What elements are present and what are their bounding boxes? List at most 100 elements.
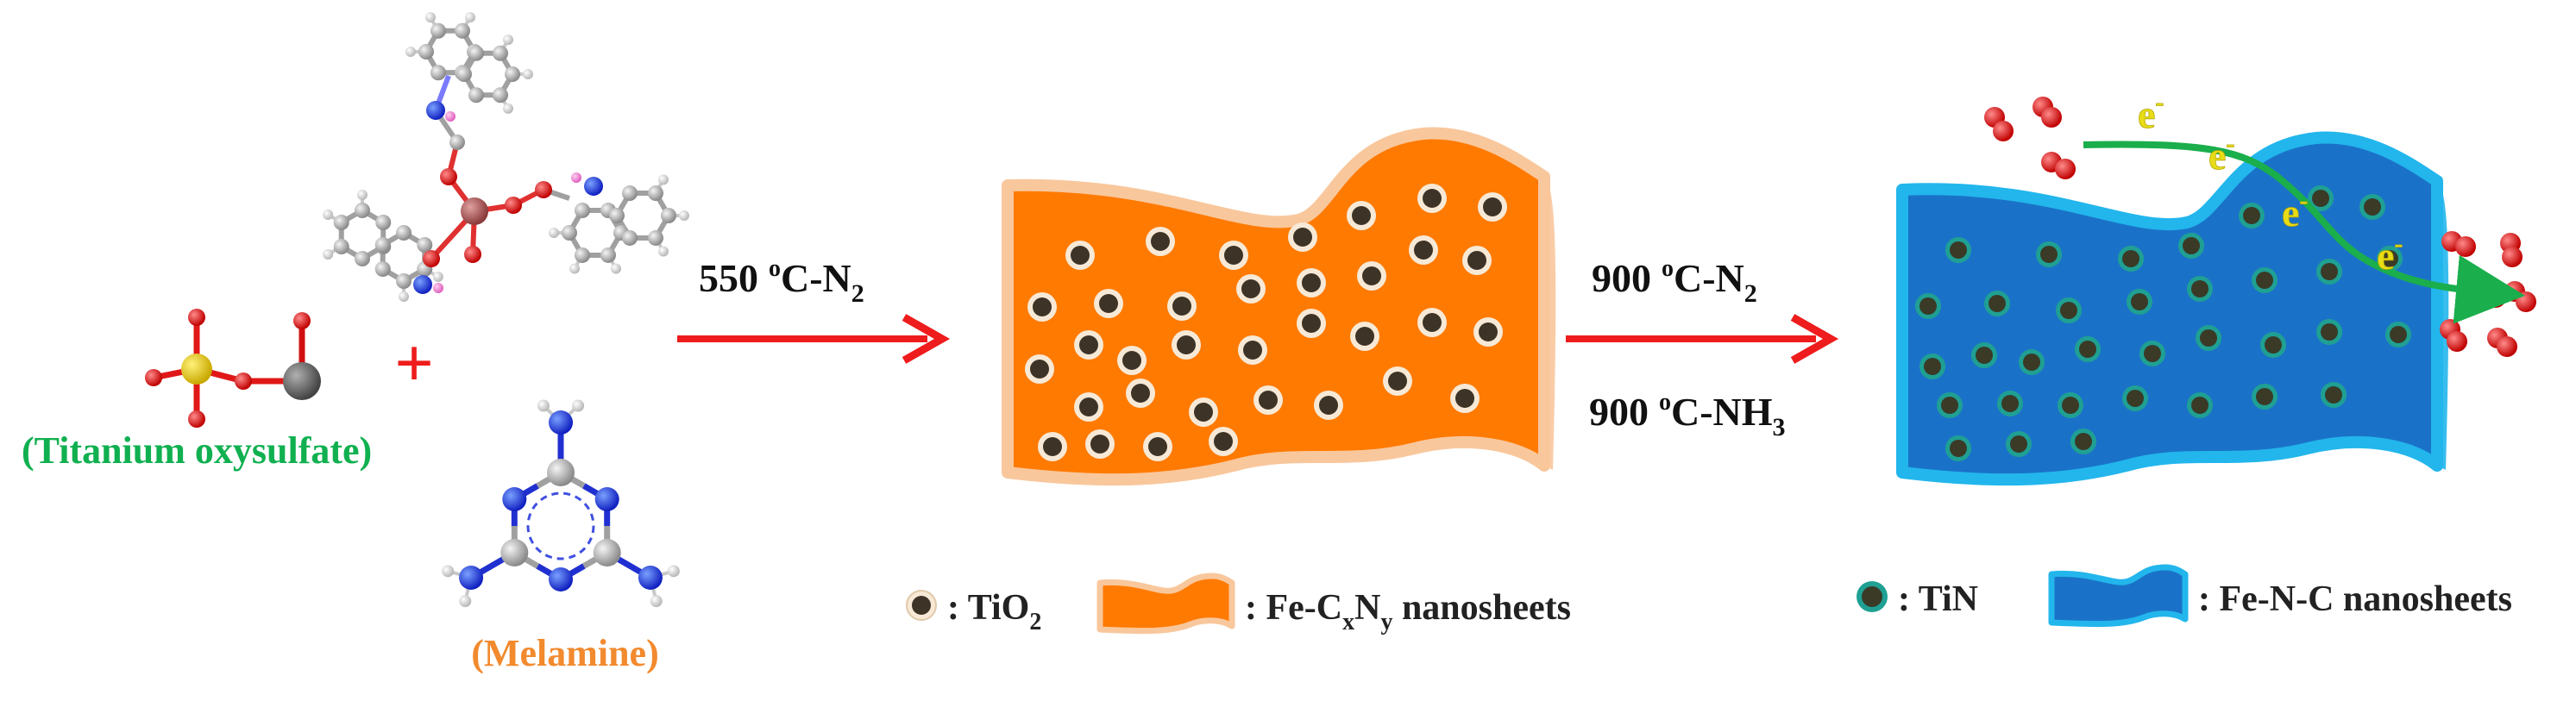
hydrogen-atom xyxy=(357,190,368,200)
tin-particle-core xyxy=(2122,250,2139,267)
tin-particle-core xyxy=(2079,341,2096,358)
fe-cxny-nanosheet xyxy=(1002,127,1556,486)
tin-particle-core xyxy=(2312,190,2329,207)
hydrogen-atom xyxy=(503,34,513,46)
carbon-atom xyxy=(661,208,676,223)
tio2-particle-core xyxy=(1414,241,1433,260)
carbon-atom xyxy=(609,208,625,223)
tin-particle-core xyxy=(2325,386,2342,404)
hydrogen-atom xyxy=(465,12,475,23)
hydrogen-atom xyxy=(569,263,580,274)
tio2-particle-core xyxy=(1423,313,1442,332)
tio2-particle-core xyxy=(1479,322,1498,341)
tin-particle-core xyxy=(2191,280,2208,297)
melamine-label: (Melamine) xyxy=(471,632,658,674)
titanium-oxysulfate-molecule xyxy=(145,309,321,428)
oxygen-atom xyxy=(464,246,481,263)
tin-particle-core xyxy=(2256,272,2273,289)
tio2-particle-core xyxy=(1293,228,1312,247)
hydrogen-atom xyxy=(425,12,436,23)
oxygen-atom xyxy=(145,369,162,386)
carbon-atom xyxy=(396,225,412,241)
tin-particle-core xyxy=(2131,293,2148,310)
tin-particle-core xyxy=(2001,395,2019,412)
tio2-particle-core xyxy=(1194,403,1213,422)
nitrogen-atom xyxy=(638,566,663,590)
oxygen-atom xyxy=(423,250,440,267)
fe-n-c-nanosheet xyxy=(1896,131,2449,486)
tin-particle-core xyxy=(2321,323,2338,341)
tin-particle-core xyxy=(1924,358,1941,375)
carbon-atom xyxy=(430,65,446,81)
tin-particle-core xyxy=(2060,302,2077,319)
tio2-particle-core xyxy=(1151,232,1170,251)
hydrogen-atom xyxy=(611,263,621,274)
oxygen-molecules-left xyxy=(1984,97,2076,179)
tio2-particle-core xyxy=(1362,266,1381,285)
tio2-particle-core xyxy=(1030,360,1049,379)
tio2-particle-core xyxy=(1224,246,1243,265)
orange-sheet-symbol xyxy=(1096,573,1235,635)
carbon-atom xyxy=(355,203,370,218)
arrow-step-1 xyxy=(677,314,951,364)
carbon-atom xyxy=(622,185,638,202)
carbon-atom xyxy=(355,251,370,266)
tin-particle-core xyxy=(1941,397,1958,414)
hydrogen-atom xyxy=(445,111,456,122)
carbon-atom xyxy=(600,247,616,263)
fe-n-c-legend-text: : Fe-N-C nanosheets xyxy=(2198,579,2512,619)
carbon-atom xyxy=(493,87,508,103)
tin-particle-core xyxy=(2243,207,2260,224)
nitrogen-atom xyxy=(426,101,445,120)
tio2-particle-core xyxy=(1172,297,1191,316)
nitrogen-atom xyxy=(549,567,573,591)
tin-particle-core xyxy=(2200,329,2217,347)
tin-particle-core xyxy=(2265,336,2282,354)
hydrogen-atom xyxy=(503,103,513,114)
oxygen-atom xyxy=(2455,236,2476,257)
carbon-atom xyxy=(575,203,590,219)
hydrogen-atom xyxy=(405,47,416,57)
tio2-particle-core xyxy=(1079,397,1098,416)
hydrogen-atom xyxy=(459,595,472,608)
carbon-atom xyxy=(375,215,392,230)
carbon-atom xyxy=(648,229,663,246)
tio2-particle-core xyxy=(1099,294,1118,313)
tin-particle-core xyxy=(2183,237,2200,254)
hydrogen-atom xyxy=(572,399,585,412)
tin-legend-text: : TiN xyxy=(1898,579,1978,619)
hydrogen-atom xyxy=(432,272,443,282)
tio2-particle-core xyxy=(1214,432,1233,451)
carbon-atom xyxy=(374,261,391,277)
iron-atom xyxy=(461,197,488,225)
carbon-atom xyxy=(575,247,590,263)
carbon-atom xyxy=(396,273,412,289)
tin-particle-core xyxy=(1950,241,1967,259)
tio2-particle-core xyxy=(1455,389,1474,408)
tio2-particle-core xyxy=(1259,391,1278,410)
tin-particle-core xyxy=(2144,345,2161,362)
hydrogen-atom xyxy=(549,228,559,238)
nitrogen-atom xyxy=(549,410,573,435)
hydrogen-atom xyxy=(523,69,533,79)
electron-label: e- xyxy=(2282,186,2308,235)
tio2-particle-core xyxy=(1131,384,1150,403)
hydrogen-atom xyxy=(442,565,455,578)
tio2-particle-core xyxy=(1388,372,1407,391)
tin-particle-core xyxy=(2023,354,2040,371)
carbon-atom xyxy=(418,44,434,59)
carbon-atom xyxy=(468,87,484,103)
hydrogen-atom xyxy=(650,595,663,608)
titanium-oxysulfate-label: (Titanium oxysulfate) xyxy=(22,429,372,472)
oxygen-atom xyxy=(188,410,205,428)
tin-particle-core xyxy=(2127,390,2144,407)
carbon-atom xyxy=(622,229,638,246)
tio2-particle-core xyxy=(1302,273,1321,292)
nitrogen-atom xyxy=(459,566,484,590)
tin-particle-core xyxy=(2381,250,2398,267)
hydrogen-atom xyxy=(667,565,680,578)
tio2-particle-core xyxy=(1079,335,1098,354)
hydrogen-atom xyxy=(658,174,669,185)
hydrogen-atom xyxy=(399,291,409,302)
tio2-particle-core xyxy=(1148,437,1167,456)
